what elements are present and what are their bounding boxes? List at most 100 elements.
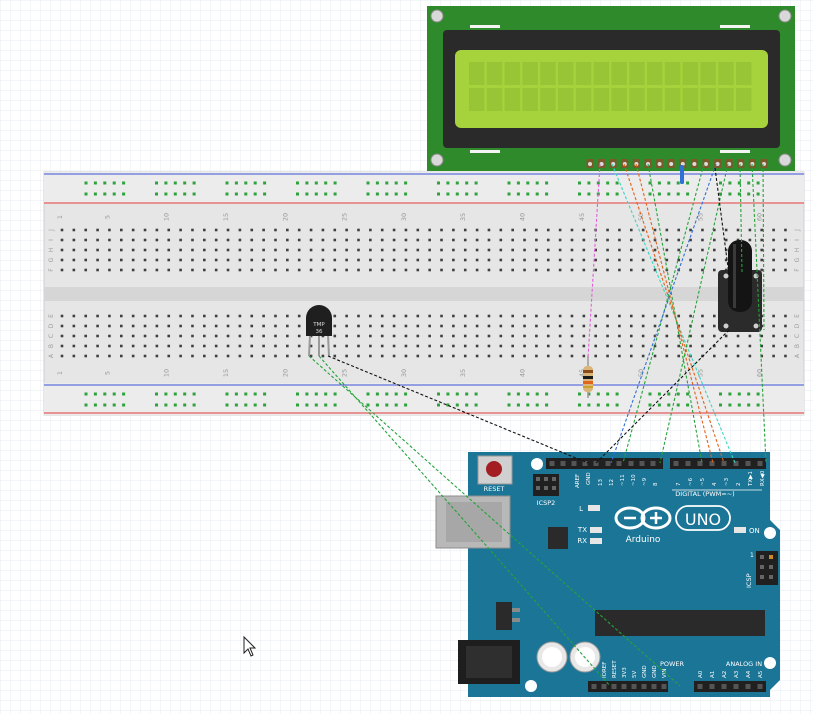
breadboard-hole <box>96 258 99 262</box>
rail-hole <box>474 403 478 407</box>
breadboard-hole <box>226 314 230 318</box>
wire-black[interactable] <box>595 329 730 464</box>
lcd-cell <box>611 62 627 85</box>
breadboard-hole <box>238 314 242 318</box>
arduino-uno-board[interactable]: RESET ICSP2 L TX RX UNO Arduino ON 1 IC <box>435 452 780 697</box>
column-number: 10 <box>163 213 171 221</box>
reset-button-cap[interactable] <box>486 461 502 477</box>
analog-pin-label: A3 <box>734 670 740 678</box>
rail-hole <box>676 181 680 185</box>
breadboard-hole <box>120 228 123 232</box>
breadboard-hole <box>286 238 289 242</box>
potentiometer-knob[interactable] <box>728 240 752 312</box>
breadboard-hole <box>404 238 408 242</box>
breadboard-hole <box>167 258 171 262</box>
breadboard-hole <box>594 314 597 318</box>
rail-hole <box>667 403 671 407</box>
breadboard-hole <box>226 268 230 272</box>
breadboard-hole <box>440 344 443 348</box>
breadboard-hole <box>120 354 123 358</box>
breadboard-hole <box>262 248 265 252</box>
rail-hole <box>263 181 267 185</box>
rail-hole <box>122 192 126 196</box>
breadboard-hole <box>535 314 538 318</box>
row-letter: C <box>794 334 801 338</box>
rail-hole <box>385 403 389 407</box>
wire-black[interactable] <box>714 167 730 276</box>
breadboard-hole <box>214 334 218 338</box>
breadboard-hole <box>72 268 76 272</box>
breadboard-hole <box>120 268 123 272</box>
rail-hole <box>437 181 440 185</box>
breadboard-hole <box>487 258 491 262</box>
wire-green[interactable] <box>647 163 703 464</box>
breadboard-hole <box>286 324 289 328</box>
wire-pink[interactable] <box>587 163 601 359</box>
column-number: 40 <box>519 213 527 221</box>
rail-hole <box>122 181 126 185</box>
column-number: 20 <box>281 213 289 221</box>
wire-orange[interactable] <box>635 163 714 464</box>
breadboard-hole <box>499 354 503 358</box>
resistor-band <box>583 386 593 388</box>
potentiometer[interactable] <box>718 240 762 332</box>
icsp2-pin <box>544 486 548 490</box>
rail-hole <box>192 181 196 185</box>
sensor-label-line1: TMP <box>312 322 325 328</box>
lcd-mount-hole <box>430 9 444 23</box>
lcd-cell <box>575 88 592 111</box>
wire-blue[interactable] <box>610 163 717 464</box>
jumper-blue[interactable] <box>680 165 684 184</box>
breadboard-hole <box>309 268 313 272</box>
column-number: 35 <box>459 369 467 377</box>
tmp36-sensor[interactable]: TMP 36 <box>306 305 332 357</box>
wire-green[interactable] <box>739 163 743 273</box>
rail-hole <box>516 403 520 407</box>
rail-hole <box>173 392 177 396</box>
wire-green[interactable] <box>318 355 611 687</box>
breadboard-hole <box>226 354 230 358</box>
breadboard-hole <box>499 344 503 348</box>
digital-pin-label: 12 <box>609 479 615 486</box>
lcd-mount-hole <box>778 9 792 23</box>
breadboard-hole <box>369 314 372 318</box>
rail-hole <box>84 192 88 196</box>
icsp2-pin <box>552 486 556 490</box>
rail-hole <box>103 192 107 196</box>
wire-green[interactable] <box>622 163 705 464</box>
resistor[interactable] <box>583 356 593 398</box>
rail-hole <box>535 181 539 185</box>
lcd-cell <box>682 62 699 85</box>
breadboard-hole <box>784 334 787 338</box>
wire-orange[interactable] <box>623 163 725 464</box>
breadboard-hole <box>475 354 479 358</box>
rail-hole <box>465 192 469 196</box>
rail-hole <box>686 392 690 396</box>
rail-hole <box>737 192 741 196</box>
breadboard[interactable]: 1155101015152020252530303535404045455050… <box>43 171 805 416</box>
breadboard-hole <box>629 228 633 232</box>
breadboard-hole <box>487 354 491 358</box>
breadboard-hole <box>724 344 728 348</box>
analog-pin-label: A4 <box>746 670 752 678</box>
breadboard-hole <box>736 354 740 358</box>
wire-green[interactable] <box>659 163 729 464</box>
wire-black[interactable] <box>327 355 589 464</box>
breadboard-hole <box>428 228 431 232</box>
row-letter: F <box>794 268 801 272</box>
lcd-display[interactable] <box>427 6 795 171</box>
sensor-label-line2: 36 <box>316 329 323 335</box>
rail-hole <box>596 181 600 185</box>
breadboard-hole <box>333 344 337 348</box>
breadboard-hole <box>297 268 301 272</box>
breadboard-hole <box>523 324 526 328</box>
digital-pin <box>582 461 588 466</box>
wire-green[interactable] <box>762 163 765 331</box>
breadboard-hole <box>428 238 431 242</box>
breadboard-hole <box>84 248 88 252</box>
rail-hole <box>333 403 337 407</box>
breadboard-hole <box>250 344 254 348</box>
breadboard-hole <box>487 228 491 232</box>
wire-green[interactable] <box>308 355 681 687</box>
breadboard-hole <box>724 334 728 338</box>
